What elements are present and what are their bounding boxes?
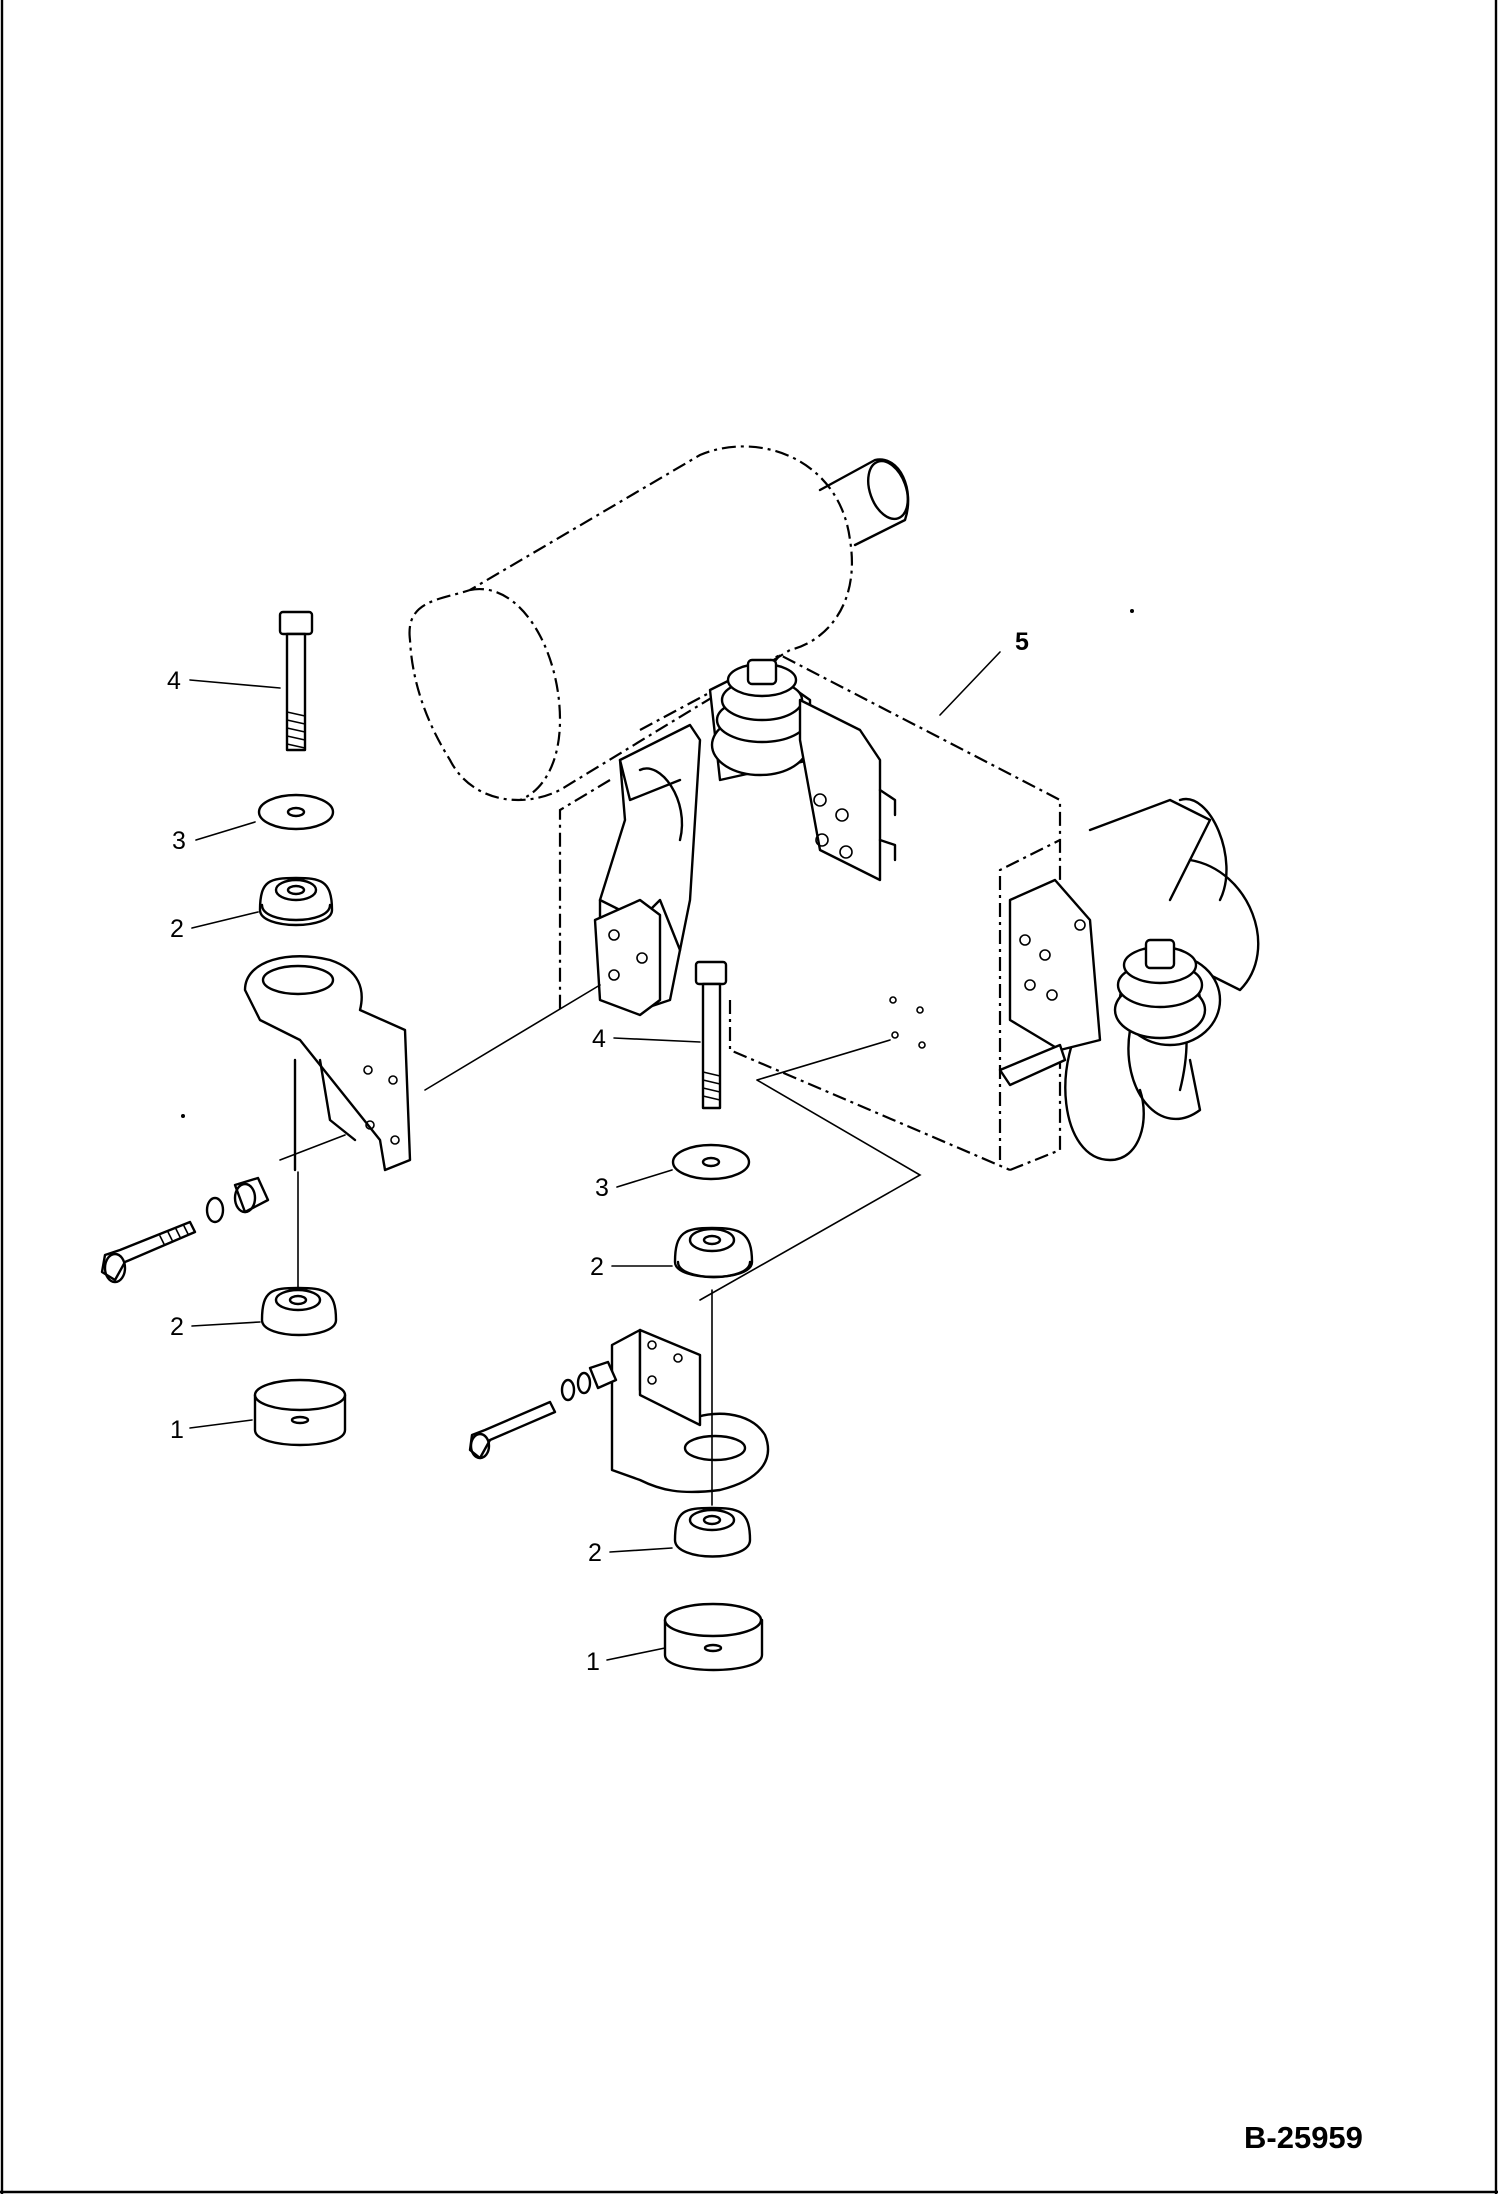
- right-cup: [663, 1602, 764, 1672]
- left-mount-bracket: [243, 955, 412, 1172]
- callout-3-right: 3: [595, 1174, 609, 1202]
- left-cross-bolt: [100, 1176, 270, 1284]
- right-isolator-lower: [673, 1506, 752, 1558]
- left-bolt-line: [279, 1134, 346, 1161]
- muffler-phantom: [408, 445, 910, 802]
- left-mount-stack: [100, 610, 601, 1447]
- right-cross-bolt: [468, 1360, 618, 1460]
- right-mount-bracket: [610, 1328, 770, 1494]
- callout-5: 5: [1015, 628, 1029, 656]
- left-isolator-lower: [260, 1286, 338, 1337]
- left-connect-line: [424, 984, 601, 1091]
- callout-1-left: 1: [170, 1416, 184, 1444]
- engine-bracket-front: [593, 723, 702, 1017]
- callout-2-left-lower: 2: [170, 1313, 184, 1341]
- left-isolator-upper: [258, 876, 334, 927]
- drawing-code: B-25959: [1244, 2120, 1363, 2155]
- callout-2-right-upper: 2: [590, 1253, 604, 1281]
- left-cup: [253, 1378, 347, 1447]
- engine-block-phantom: [558, 653, 1062, 1172]
- callout-1-right: 1: [586, 1648, 600, 1676]
- right-isolator-upper: [673, 1226, 754, 1279]
- callout-2-right-lower: 2: [588, 1539, 602, 1567]
- callout-labels: 4 3 2 2 1 5 4 3 2 2 1: [167, 628, 1029, 1676]
- block-holes: [889, 996, 926, 1049]
- right-mount-stack: [468, 960, 922, 1672]
- left-bolt: [278, 610, 314, 752]
- stray-dot: [181, 1114, 185, 1118]
- stray-dot: [1130, 609, 1134, 613]
- engine-bracket-rear-top: [708, 658, 897, 882]
- right-washer: [671, 1143, 751, 1181]
- callout-3-left: 3: [172, 827, 186, 855]
- callout-4-left: 4: [167, 667, 181, 695]
- left-washer: [257, 793, 335, 831]
- right-connect-line: [699, 1039, 922, 1301]
- engine-assembly: [408, 445, 1260, 1172]
- engine-bracket-side: [998, 878, 1207, 1087]
- right-bolt: [694, 960, 728, 1110]
- callout-leaders: [189, 651, 1001, 1661]
- callout-4-right: 4: [592, 1025, 606, 1053]
- callout-2-left-upper: 2: [170, 915, 184, 943]
